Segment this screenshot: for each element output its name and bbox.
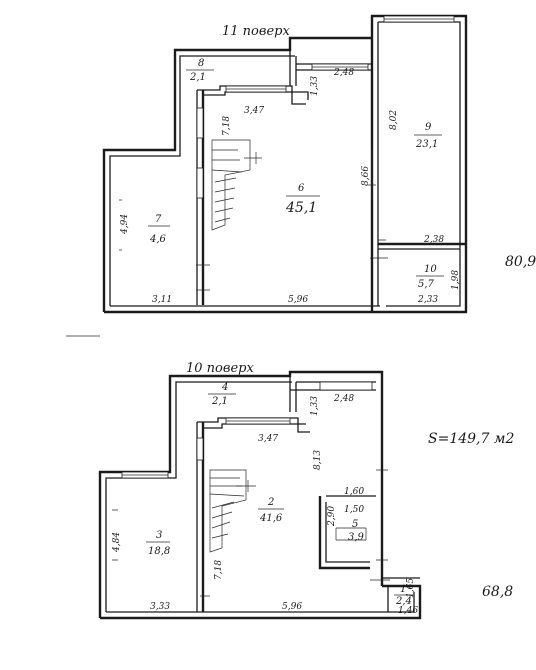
upper-floor-title: 11 поверх	[222, 24, 290, 39]
lower-dim-1-46: 1,46	[398, 606, 418, 616]
lower-floor-title: 10 поверх	[186, 361, 254, 376]
upper-total-area: 80,9	[505, 254, 536, 270]
lower-room-3-number: 3	[156, 530, 162, 541]
lower-room-3-area: 18,8	[148, 546, 170, 557]
upper-room-6-number: 6	[298, 183, 305, 194]
lower-room-4-number: 4	[221, 382, 228, 393]
upper-dim-8-02: 8,02	[389, 110, 399, 130]
upper-room-7-number: 7	[155, 214, 162, 225]
lower-dim-1-65: 1,65	[406, 578, 416, 598]
lower-dim-1-50: 1,50	[344, 505, 364, 515]
lower-dim-7-18: 7,18	[214, 560, 224, 580]
lower-room-1-number: 1	[400, 584, 406, 595]
upper-dim-4-94: 4,94	[120, 214, 130, 235]
upper-dim-8-66: 8,66	[361, 166, 371, 186]
summary-total-area: S=149,7 м2	[428, 431, 514, 447]
upper-dim-7-18: 7,18	[222, 116, 232, 136]
lower-dim-8-13: 8,13	[313, 450, 323, 470]
upper-dim-3-11: 3,11	[152, 295, 172, 305]
upper-room-10-area: 5,7	[418, 279, 435, 290]
upper-room-9-number: 9	[425, 122, 432, 133]
lower-dim-2-90: 2,90	[327, 506, 337, 527]
lower-dim-2-48: 2,48	[333, 394, 354, 404]
upper-room-6-area: 45,1	[285, 200, 317, 216]
lower-dim-3-33: 3,33	[150, 602, 170, 612]
upper-room-9-area: 23,1	[415, 139, 438, 150]
lower-room-4-area: 2,1	[211, 396, 228, 407]
upper-dim-2-48: 2,48	[333, 68, 354, 78]
lower-room-2-area: 41,6	[259, 513, 283, 524]
upper-dim-1-98: 1,98	[451, 270, 461, 290]
lower-dim-1-33: 1,33	[310, 396, 320, 416]
upper-dim-2-38: 2,38	[423, 235, 444, 245]
lower-room-5-area: 3,9	[348, 532, 365, 543]
upper-dim-5-96: 5,96	[288, 295, 308, 305]
upper-room-7-area: 4,6	[149, 234, 167, 245]
upper-floor-plan	[102, 14, 468, 314]
lower-room-2-number: 2	[267, 497, 274, 508]
lower-room-1-area: 2,4	[395, 596, 412, 607]
upper-dim-1-33: 1,33	[310, 76, 320, 96]
upper-room-8-area: 2,1	[189, 72, 206, 83]
upper-dim-3-47: 3,47	[244, 106, 264, 116]
lower-dim-1-60: 1,60	[344, 487, 364, 497]
upper-dim-2-33: 2,33	[417, 295, 438, 305]
lower-total-area: 68,8	[482, 584, 513, 600]
upper-room-10-number: 10	[424, 264, 437, 275]
lower-floor-plan	[98, 370, 422, 620]
lower-dim-4-84: 4,84	[112, 532, 122, 553]
lower-dim-5-96: 5,96	[282, 602, 302, 612]
upper-room-8-number: 8	[198, 58, 204, 69]
lower-room-5-number: 5	[352, 519, 358, 530]
lower-dim-3-47: 3,47	[258, 434, 278, 444]
